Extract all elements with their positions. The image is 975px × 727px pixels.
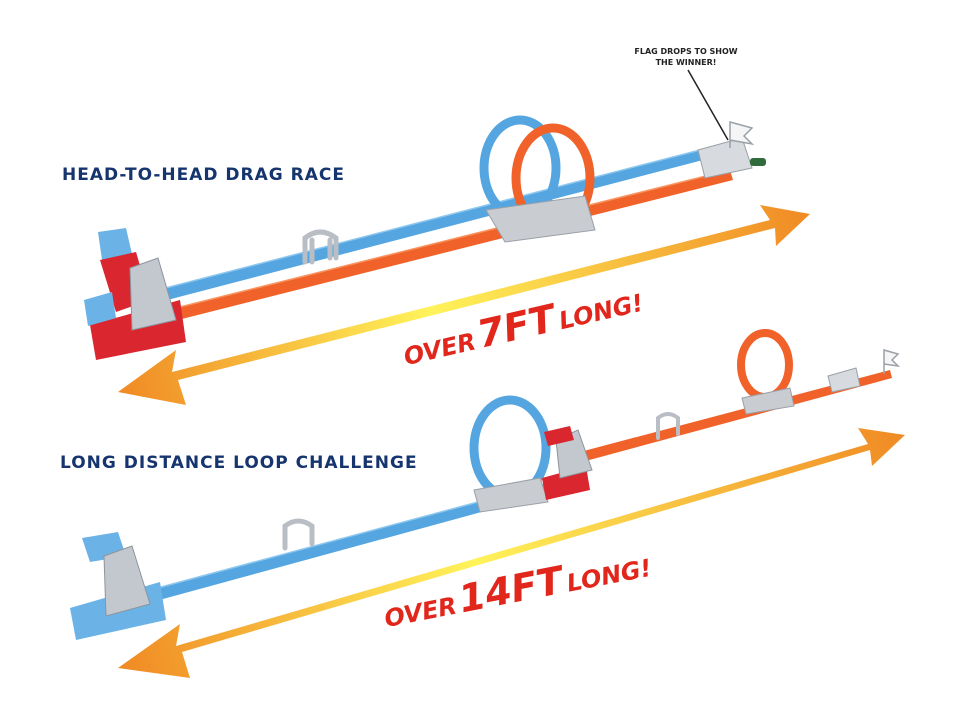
- length-arrow-bottom: [118, 428, 905, 678]
- mode-title-drag-race: HEAD-TO-HEAD DRAG RACE: [62, 165, 345, 185]
- finish-gate-bottom: [827, 349, 901, 393]
- checkpoint-gate-bottom-right: [656, 412, 680, 440]
- flag-icon: [729, 121, 755, 148]
- loop-pair: [479, 115, 596, 243]
- finish-gate-top: [697, 121, 766, 179]
- callout-pointer: [687, 69, 729, 141]
- flag-icon: [883, 349, 901, 374]
- mode-title-loop-challenge: LONG DISTANCE LOOP CHALLENGE: [60, 453, 418, 473]
- flag-callout: FLAG DROPS TO SHOW THE WINNER!: [634, 47, 738, 67]
- length-arrow-top: [118, 205, 810, 405]
- launcher-top: [84, 228, 186, 360]
- loop-orange: [737, 329, 795, 415]
- checkpoint-gate-top: [302, 229, 339, 265]
- double-arrow-icon: [118, 205, 810, 405]
- drag-race-track: [149, 149, 733, 324]
- booster-middle: [542, 426, 593, 500]
- track-lane-blue: [150, 150, 703, 304]
- track-lane-orange: [160, 170, 733, 324]
- loop-blue: [469, 395, 551, 513]
- checkpoint-gate-icon: [302, 229, 339, 265]
- launcher-bottom: [70, 532, 166, 640]
- checkpoint-gate-icon: [282, 518, 315, 551]
- checkpoint-gate-bottom-left: [282, 518, 315, 551]
- checkpoint-gate-icon: [656, 412, 680, 440]
- track-lane-blue: [150, 480, 562, 602]
- loop-icon: [737, 329, 793, 401]
- double-arrow-icon: [118, 428, 905, 678]
